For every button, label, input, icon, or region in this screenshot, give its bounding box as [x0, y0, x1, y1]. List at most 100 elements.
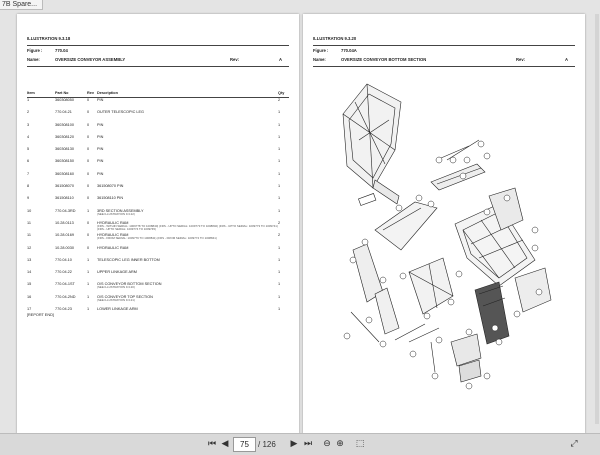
figure-value: 770.04A: [341, 48, 357, 53]
row-item: 2: [27, 110, 55, 122]
row-description: PIN: [97, 123, 278, 135]
row-item-text: 11: [27, 220, 31, 225]
row-item: 15: [27, 282, 55, 294]
row-item: 5: [27, 147, 55, 159]
row-qty-text: 1: [278, 270, 281, 275]
row-part-no-text: 10.28.0030: [55, 245, 75, 250]
row-qty: 1: [278, 209, 289, 221]
row-part-no-text: 770.04-2ND: [55, 294, 76, 299]
row-part-no: 360308150: [55, 159, 87, 171]
row-description-note: (FRS - WITHIN SERIAL: 1009778 TO 1008840…: [97, 223, 278, 232]
current-page-input[interactable]: 75: [233, 437, 256, 452]
row-item: 10: [27, 209, 55, 221]
row-description-text: OUTER TELESCOPIC LEG: [97, 110, 144, 115]
row-qty-text: 2: [278, 220, 281, 225]
row-description-note: (FRS - FROM SERIAL: 1009779 TO 1008841) …: [97, 236, 217, 241]
row-rev-text: 0: [87, 110, 90, 115]
row-qty: 1: [278, 246, 289, 258]
row-item: 11: [27, 221, 55, 233]
row-qty: 1: [278, 159, 289, 171]
row-part-no-text: 360308160: [55, 171, 75, 176]
row-rev-text: 0: [87, 220, 90, 225]
table-row: 15 770.04-1ST 1 O/S CONVEYOR BOTTOM SECTION…: [27, 282, 289, 294]
row-part-no: 360308050: [55, 98, 87, 111]
exploded-parts-diagram: [342, 83, 552, 390]
row-description-text: UPPER LINKAGE ARM: [97, 270, 137, 275]
row-description: PIN: [97, 135, 278, 147]
next-page-icon[interactable]: ▶: [290, 439, 298, 449]
row-part-no-text: 360308130: [55, 147, 75, 152]
row-part-no: 770.04.23: [55, 307, 87, 319]
row-part-no-text: 360308120: [55, 134, 75, 139]
row-description-text: HYDRAULIC RAM: [97, 245, 129, 250]
viewer-toolbar: ⏮ ◀ 75 / 126 ▶ ⏭ ⊖ ⊕ ⬚ ⤢: [0, 433, 600, 455]
row-rev-text: 0: [87, 134, 90, 139]
row-part-no-text: 10.28.0113: [55, 220, 74, 225]
row-description: 361508110 PIN: [97, 196, 278, 208]
row-qty-text: 1: [278, 122, 281, 127]
first-page-icon[interactable]: ⏮: [207, 439, 217, 449]
figure-label: Figure :: [313, 48, 329, 53]
row-part-no-text: 770.04-1ST: [55, 282, 75, 287]
row-rev: 0: [87, 147, 97, 159]
fullscreen-icon[interactable]: ⤢: [570, 439, 578, 449]
row-description: UPPER LINKAGE ARM: [97, 270, 278, 282]
previous-page-icon[interactable]: ◀: [221, 439, 229, 449]
name-value: OVERSIZE CONVEYOR BOTTOM SECTION: [341, 57, 427, 62]
row-item-text: 11: [27, 233, 31, 238]
row-part-no-text: 770.04-3RD: [55, 208, 76, 213]
vertical-scrollbar[interactable]: [595, 14, 599, 424]
row-rev-text: 0: [87, 159, 90, 164]
row-part-no-text: 770.04.22: [55, 270, 72, 275]
row-qty-text: 1: [278, 196, 281, 201]
row-description-text: PIN: [97, 122, 104, 127]
row-description-text: O/S CONVEYOR BOTTOM SECTION: [97, 282, 162, 287]
last-page-icon[interactable]: ⏭: [303, 439, 313, 449]
row-rev-text: 0: [87, 233, 90, 238]
zoom-in-icon[interactable]: ⊕: [336, 439, 344, 449]
row-item-text: 15: [27, 282, 32, 287]
row-item-text: 8: [27, 184, 30, 189]
header-divider: [27, 45, 289, 46]
fit-page-icon[interactable]: ⬚: [355, 439, 365, 449]
row-description: PIN: [97, 147, 278, 159]
row-part-no: 361508070: [55, 184, 87, 196]
row-description-note: (SEE ILLUSTRATION 9.3.22): [97, 211, 135, 216]
row-part-no: 360308100: [55, 123, 87, 135]
row-item-text: 9: [27, 196, 30, 201]
row-qty: 1: [278, 282, 289, 294]
report-end: [REPORT END]: [27, 313, 54, 317]
row-item-text: 16: [27, 294, 32, 299]
row-qty: 1: [278, 135, 289, 147]
row-item: 1: [27, 98, 55, 111]
zoom-out-icon[interactable]: ⊖: [323, 439, 331, 449]
row-part-no-text: 360308100: [55, 122, 75, 127]
column-header-item: Item: [27, 88, 55, 98]
row-description-text: 3RD SECTION ASSEMBLY: [97, 208, 144, 213]
tab-title: 7B Spare...: [2, 1, 38, 8]
row-rev: 0: [87, 184, 97, 196]
row-rev: 1: [87, 258, 97, 270]
row-item-text: 3: [27, 122, 30, 127]
row-description-text: PIN: [97, 147, 104, 152]
column-header-part-no: Part No: [55, 88, 87, 98]
row-description: HYDRAULIC RAM: [97, 246, 278, 258]
row-item-text: 17: [27, 307, 32, 312]
row-rev: 0: [87, 123, 97, 135]
row-rev: 0: [87, 110, 97, 122]
window-tab[interactable]: 7B Spare...: [0, 0, 44, 10]
row-qty: 2: [278, 98, 289, 111]
row-rev: 0: [87, 159, 97, 171]
row-description: LOWER LINKAGE ARM: [97, 307, 278, 319]
